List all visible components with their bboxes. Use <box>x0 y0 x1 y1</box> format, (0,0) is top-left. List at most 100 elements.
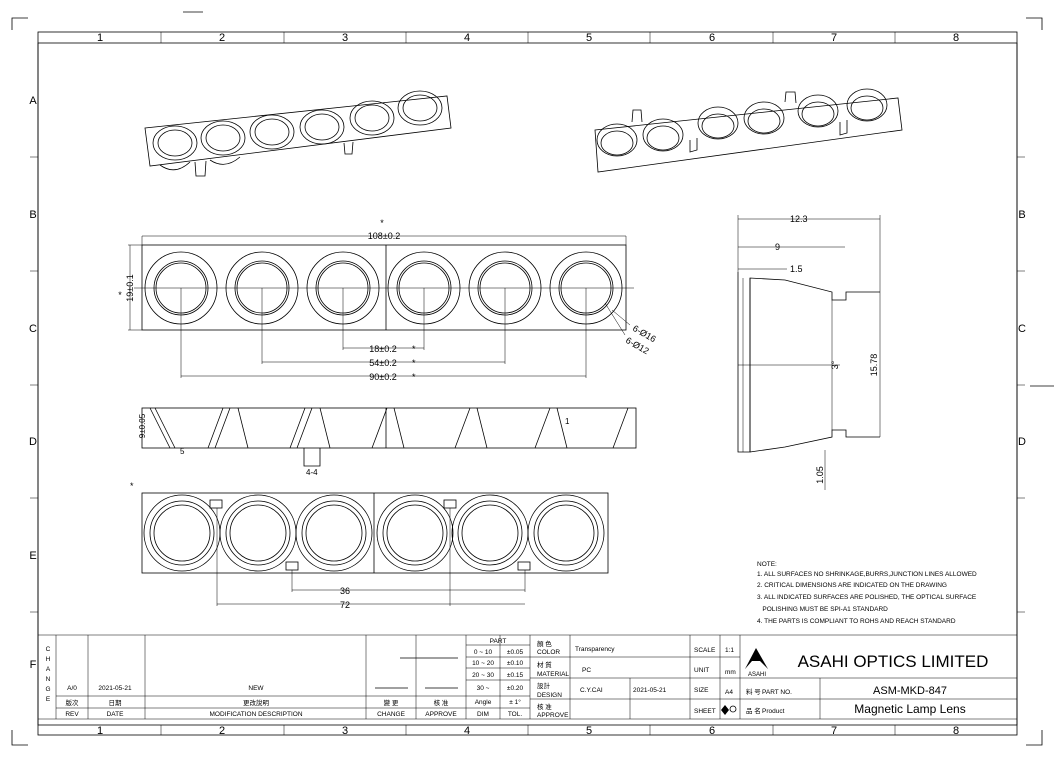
iso-view-left <box>144 90 452 177</box>
bottom-view-text: * 36 72 <box>130 481 350 610</box>
desc-label-cn: 更改說明 <box>243 698 270 707</box>
top-view <box>134 244 634 331</box>
section-view-text: 9±0.05 5 4-4 1 <box>138 413 570 477</box>
row-label: D <box>29 436 37 448</box>
tol-value: ±0.15 <box>507 672 524 679</box>
bottom-view <box>141 492 609 574</box>
part-number: ASM-MKD-847 <box>873 685 947 697</box>
col-label: 1 <box>97 725 103 737</box>
col-label: 6 <box>709 32 715 44</box>
outer-frame <box>37 31 1018 736</box>
approve-label-cn: 核 准 <box>434 698 449 707</box>
tol-range: Angle <box>475 699 492 706</box>
asahi-logo: ASAHI <box>745 648 768 678</box>
col-label: 8 <box>953 32 959 44</box>
tol-label: TOL. <box>508 711 523 718</box>
title-block <box>38 634 1017 720</box>
dim-pitch-90: 90±0.2 <box>369 372 396 382</box>
partno-label: PART NO. <box>762 689 792 696</box>
col-label: 7 <box>831 32 837 44</box>
date-label: DATE <box>107 711 125 718</box>
tol-range: 0 ~ 10 <box>474 649 493 656</box>
row-label: D <box>1018 436 1026 448</box>
desc-label: MODIFICATION DESCRIPTION <box>209 711 302 718</box>
row-label: B <box>29 209 36 221</box>
product-label-cn: 品 名 <box>746 706 761 715</box>
tol-value: ±0.10 <box>507 660 524 667</box>
bottom-view-dimension-lines <box>216 508 526 606</box>
design-label: DESIGN <box>537 692 562 699</box>
row-label: E <box>29 550 36 562</box>
date-label-cn: 日期 <box>109 699 123 707</box>
change-letter: A <box>46 666 51 673</box>
col-label: 5 <box>586 725 592 737</box>
side-view <box>737 272 880 453</box>
dim-bottom-72: 72 <box>340 600 350 610</box>
rev-label: REV <box>65 711 79 718</box>
change-letter: H <box>46 656 51 663</box>
date-value: 2021-05-21 <box>98 685 132 692</box>
dim-wall: 5 <box>180 447 185 456</box>
projection-icon <box>721 705 737 715</box>
dim-side-total: 12.3 <box>790 214 808 224</box>
row-label: C <box>1018 323 1026 335</box>
col-label: 6 <box>709 725 715 737</box>
row-label: A <box>29 95 37 107</box>
color-label: COLOR <box>537 649 560 656</box>
partno-label-cn: 料 号 <box>746 687 761 696</box>
col-label: 2 <box>219 725 225 737</box>
note-item: 1. ALL SURFACES NO SHRINKAGE,BURRS,JUNCT… <box>757 571 977 578</box>
approve2-label-cn: 核 准 <box>537 702 552 711</box>
unit-label: UNIT <box>694 667 709 674</box>
critical-mark: * <box>412 344 416 354</box>
color-label-cn: 顏 色 <box>537 639 552 648</box>
rev-value: A/0 <box>67 685 77 692</box>
change-letter: C <box>46 646 51 653</box>
section-view <box>141 407 637 467</box>
dim-label: DIM <box>477 711 489 718</box>
note-item: 4. THE PARTS IS COMPLIANT TO ROHS AND RE… <box>757 618 956 625</box>
change-label-cn: 變 更 <box>384 698 399 707</box>
row-label: C <box>29 323 37 335</box>
designer: C.Y.CAI <box>580 687 603 694</box>
unit-value: mm <box>725 669 736 676</box>
tol-range: 20 ~ 30 <box>472 672 494 679</box>
iso-view-right <box>594 88 903 173</box>
side-view-dimension-lines <box>737 215 881 490</box>
scale-label: SCALE <box>694 647 716 654</box>
size-label: SIZE <box>694 687 709 694</box>
dim-pitch-18: 18±0.2 <box>369 344 396 354</box>
zone-dividers <box>30 32 1025 735</box>
critical-mark: * <box>118 290 122 300</box>
dim-chamfer: 1 <box>565 417 570 426</box>
col-label: 4 <box>464 725 470 737</box>
tol-value: ±0.05 <box>507 649 524 656</box>
col-label: 3 <box>342 32 348 44</box>
dim-overall-length: 108±0.2 <box>368 231 400 241</box>
dim-side-height: 15.78 <box>869 354 879 377</box>
desc-value: NEW <box>248 685 264 692</box>
top-view-dimension-text: * 108±0.2 * 19±0.1 18±0.2 * 54±0.2 * 90±… <box>118 218 657 382</box>
change-letter: E <box>46 696 51 703</box>
tol-range: 10 ~ 20 <box>472 660 494 667</box>
dim-side-angle: 3° <box>830 360 840 369</box>
rev-label-cn: 版次 <box>66 698 80 707</box>
tol-value: ± 1° <box>509 698 521 706</box>
col-label: 3 <box>342 725 348 737</box>
dim-side-1-5: 1.5 <box>790 264 803 274</box>
col-label: 4 <box>464 32 470 44</box>
dim-pitch-54: 54±0.2 <box>369 358 396 368</box>
change-label: CHANGE <box>377 711 405 718</box>
material-value: PC <box>582 667 591 674</box>
tol-range: 30 ~ <box>477 685 490 692</box>
company-name: ASAHI OPTICS LIMITED <box>798 652 989 671</box>
material-label: MATERIAL <box>537 671 569 678</box>
notes-title: NOTE: <box>757 561 777 568</box>
dim-depth: 9±0.05 <box>138 413 147 438</box>
col-label: 2 <box>219 32 225 44</box>
size-value: A4 <box>725 689 733 696</box>
col-label: 1 <box>97 32 103 44</box>
inner-frame <box>37 42 1018 726</box>
critical-mark: * <box>412 372 416 382</box>
